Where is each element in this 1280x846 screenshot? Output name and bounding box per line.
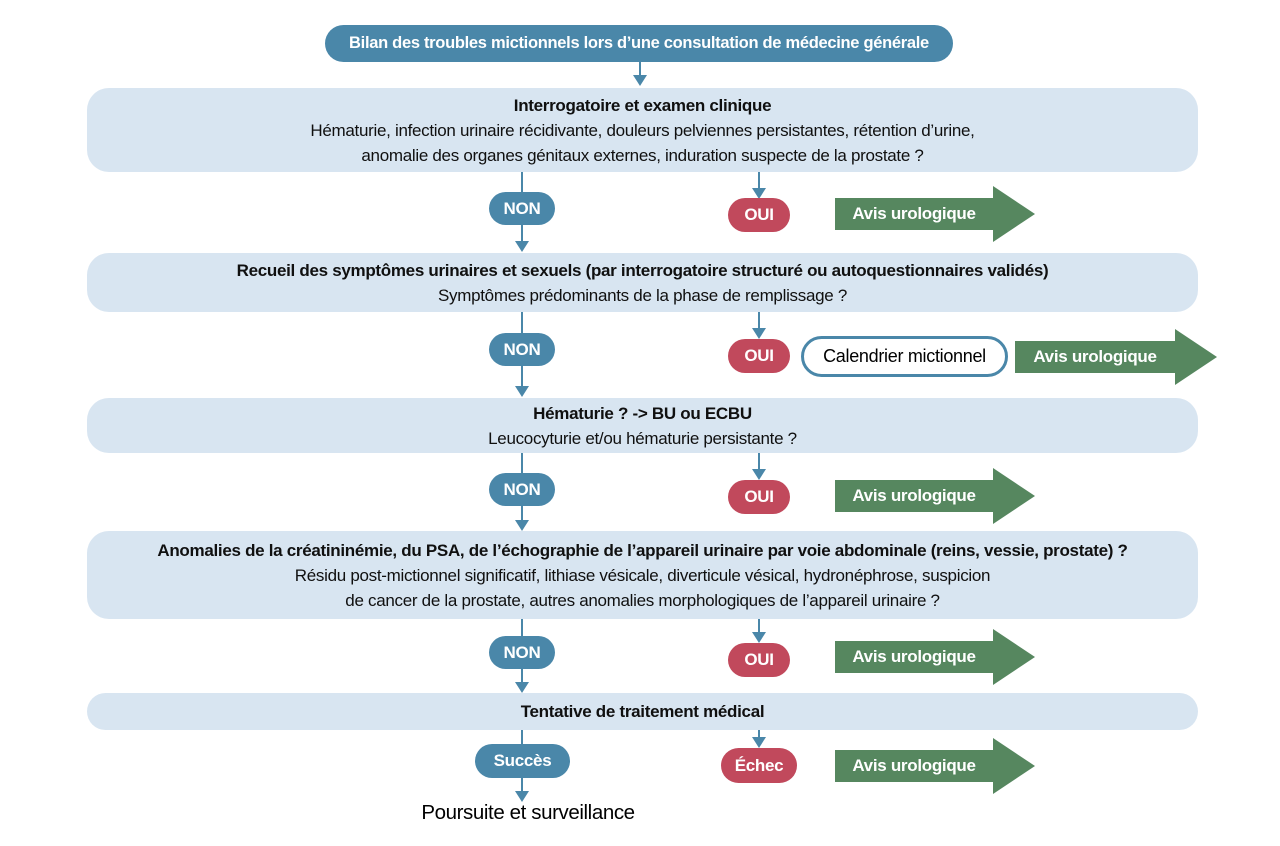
step-line: de cancer de la prostate, autres anomali… — [345, 590, 940, 610]
connector-line — [758, 453, 760, 470]
avis-urologique-arrow-3: Avis urologique — [835, 468, 1035, 524]
avis-arrow-label: Avis urologique — [852, 204, 976, 223]
connector-line — [521, 172, 523, 192]
down-arrowhead-icon — [752, 188, 766, 199]
non-pill-2: NON — [489, 333, 555, 366]
oui-pill-1: OUI — [728, 198, 790, 232]
connector-line — [758, 619, 760, 633]
avis-arrow-label: Avis urologique — [852, 486, 976, 505]
down-arrowhead-icon — [515, 682, 529, 693]
step-title: Anomalies de la créatininémie, du PSA, d… — [157, 540, 1128, 560]
oui-pill-3: OUI — [728, 480, 790, 514]
connector-line — [521, 669, 523, 683]
step-title: Tentative de traitement médical — [520, 702, 765, 721]
box-anomalies: Anomalies de la créatininémie, du PSA, d… — [87, 531, 1198, 619]
box-recueil-symptomes: Recueil des symptômes urinaires et sexue… — [87, 253, 1198, 312]
step-line: Symptômes prédominants de la phase de re… — [438, 285, 847, 305]
connector-line — [521, 366, 523, 386]
connector-line — [758, 172, 760, 190]
step-title: Hématurie ? -> BU ou ECBU — [533, 403, 752, 423]
oui-pill-2: OUI — [728, 339, 790, 373]
step-line: Leucocyturie et/ou hématurie persistante… — [488, 428, 797, 448]
connector-line — [639, 62, 641, 77]
connector-line — [521, 619, 523, 636]
arrow-right-icon — [993, 738, 1035, 794]
avis-urologique-arrow-5: Avis urologique — [835, 738, 1035, 794]
step-line: anomalie des organes génitaux externes, … — [361, 145, 924, 165]
down-arrowhead-icon — [752, 737, 766, 748]
down-arrowhead-icon — [752, 632, 766, 643]
succes-pill: Succès — [475, 744, 570, 778]
outcome-label: Poursuite et surveillance — [421, 801, 635, 824]
down-arrowhead-icon — [752, 469, 766, 480]
avis-arrow-label: Avis urologique — [852, 756, 976, 775]
arrow-right-icon — [993, 629, 1035, 685]
arrow-right-icon — [993, 186, 1035, 242]
avis-urologique-arrow-1: Avis urologique — [835, 186, 1035, 242]
connector-line — [521, 778, 523, 793]
arrow-right-icon — [1175, 329, 1217, 385]
down-arrowhead-icon — [633, 75, 647, 86]
oui-pill-4: OUI — [728, 643, 790, 677]
connector-line — [521, 730, 523, 744]
calendrier-mictionnel-pill: Calendrier mictionnel — [801, 336, 1008, 377]
down-arrowhead-icon — [752, 328, 766, 339]
start-node: Bilan des troubles mictionnels lors d’un… — [325, 25, 953, 62]
avis-urologique-arrow-2: Avis urologique — [1015, 329, 1217, 385]
non-pill-4: NON — [489, 636, 555, 669]
down-arrowhead-icon — [515, 386, 529, 397]
step-line: Résidu post-mictionnel significatif, lit… — [294, 565, 991, 585]
avis-urologique-arrow-4: Avis urologique — [835, 629, 1035, 685]
avis-arrow-label: Avis urologique — [852, 647, 976, 666]
down-arrowhead-icon — [515, 791, 529, 802]
down-arrowhead-icon — [515, 241, 529, 252]
box-traitement-medical: Tentative de traitement médical — [87, 693, 1198, 730]
connector-line — [521, 453, 523, 473]
box-hematurie: Hématurie ? -> BU ou ECBU Leucocyturie e… — [87, 398, 1198, 453]
step-title: Interrogatoire et examen clinique — [513, 95, 772, 115]
connector-line — [521, 312, 523, 333]
connector-line — [521, 225, 523, 243]
step-title: Recueil des symptômes urinaires et sexue… — [236, 260, 1049, 280]
avis-arrow-label: Avis urologique — [1033, 347, 1157, 366]
connector-line — [758, 312, 760, 329]
connector-line — [521, 506, 523, 521]
echec-pill: Échec — [721, 748, 797, 783]
step-line: Hématurie, infection urinaire récidivant… — [310, 120, 975, 140]
connector-line — [758, 730, 760, 739]
arrow-right-icon — [993, 468, 1035, 524]
non-pill-3: NON — [489, 473, 555, 506]
non-pill-1: NON — [489, 192, 555, 225]
down-arrowhead-icon — [515, 520, 529, 531]
box-interrogatoire: Interrogatoire et examen clinique Hématu… — [87, 88, 1198, 172]
